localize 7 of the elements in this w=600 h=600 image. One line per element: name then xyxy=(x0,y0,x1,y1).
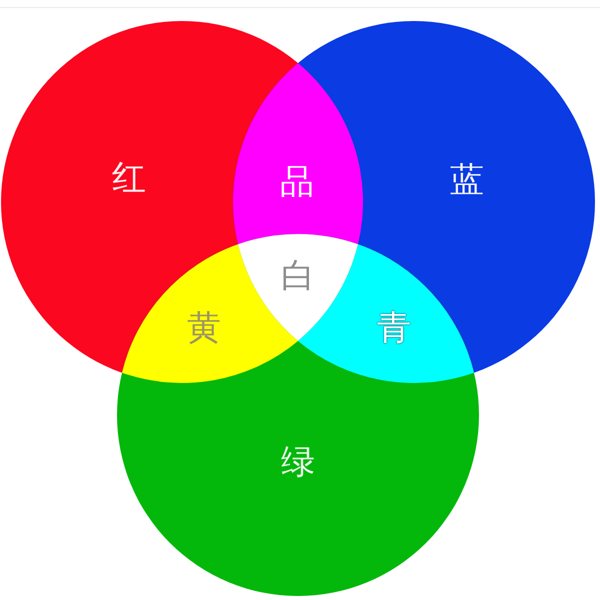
circle-label: 红 xyxy=(112,161,146,195)
region-label: 白 xyxy=(281,259,315,293)
region-label: 青 xyxy=(377,311,411,345)
circle-label: 蓝 xyxy=(450,163,484,197)
circle-label: 绿 xyxy=(281,445,315,479)
region-label: 品 xyxy=(280,165,314,199)
region-label: 黄 xyxy=(187,311,221,345)
